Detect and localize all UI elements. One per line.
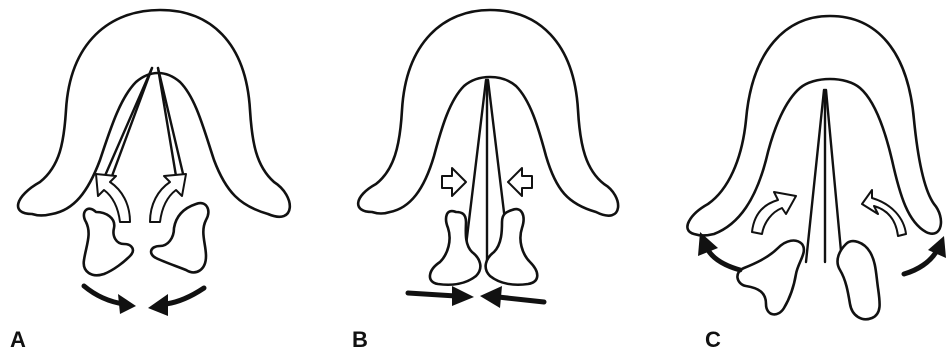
panel-c-left-solid-arrow-shaft	[708, 250, 740, 270]
panel-b-label: B	[352, 329, 368, 351]
panel-c	[687, 16, 946, 319]
panel-a-right-solid-arrow-shaft	[166, 288, 204, 304]
panel-b-right-hollow-arrow	[508, 168, 532, 196]
panel-b-left-hollow-arrow	[442, 168, 466, 196]
panel-b-left-arytenoid	[430, 211, 480, 285]
panel-b-right-solid-arrow-shaft	[498, 297, 544, 302]
panel-c-right-solid-arrow-shaft	[904, 252, 936, 274]
panel-c-left-arytenoid	[737, 241, 803, 315]
panel-a-right-fold-inner	[158, 68, 176, 176]
panel-c-right-arytenoid	[838, 241, 880, 319]
panel-b-left-fold	[464, 80, 486, 262]
panel-c-left-hollow-arrow	[752, 192, 796, 234]
panel-b-left-solid-arrow-head	[452, 286, 474, 306]
panel-c-left-fold	[806, 90, 824, 262]
panel-c-right-fold	[826, 90, 842, 262]
panel-a-horseshoe	[18, 10, 290, 217]
panel-b	[358, 10, 618, 308]
panel-c-label: C	[705, 329, 721, 351]
panel-a-right-solid-arrow-head	[148, 294, 168, 316]
panel-b-right-solid-arrow-head	[480, 286, 502, 308]
panel-b-left-solid-arrow-shaft	[408, 293, 456, 296]
panel-a-label: A	[10, 329, 26, 351]
panel-a-left-solid-arrow-head	[118, 294, 136, 314]
panel-c-horseshoe	[687, 16, 941, 236]
panel-a-left-solid-arrow-shaft	[84, 286, 124, 304]
panel-c-right-hollow-arrow	[862, 190, 906, 236]
panel-b-right-arytenoid	[486, 209, 538, 285]
panel-a	[18, 10, 290, 316]
